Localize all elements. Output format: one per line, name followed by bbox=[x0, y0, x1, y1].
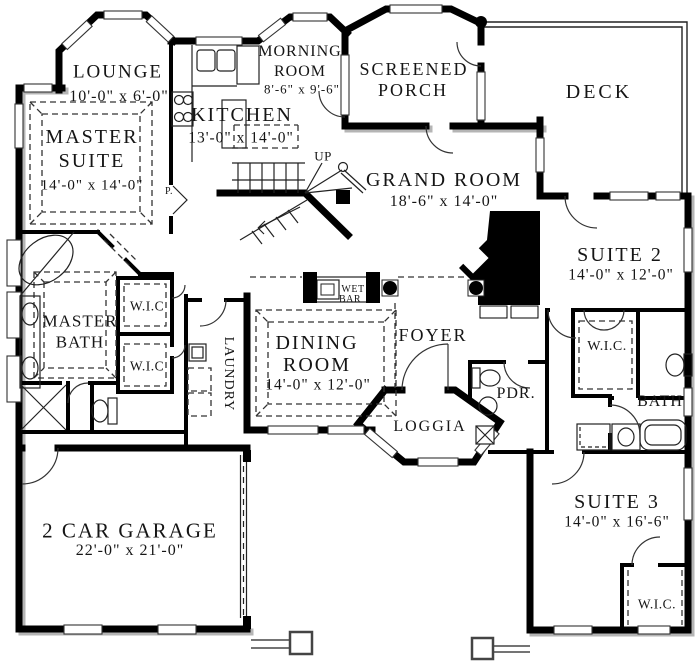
room-label-screened-porch-1: SCREENED bbox=[359, 59, 469, 79]
round-columns bbox=[381, 279, 485, 297]
room-label-wic-master-lower: W.I.C bbox=[129, 358, 165, 374]
room-label-suite-2: SUITE 2 bbox=[577, 244, 663, 266]
room-dims-lounge: 10'-0" x 6'-0" bbox=[69, 88, 169, 105]
room-label-morning-room-1: MORNING bbox=[258, 43, 342, 60]
room-dims-dining-room: 14'-0" x 12'-0" bbox=[265, 376, 371, 394]
room-label-master-bath-1: MASTER bbox=[42, 311, 118, 331]
room-label-screened-porch-2: PORCH bbox=[377, 80, 449, 100]
room-label-dining-room-1: DINING bbox=[275, 332, 359, 354]
fireplace bbox=[457, 211, 540, 319]
room-dims-kitchen: 13'-0" x 14'-0" bbox=[188, 129, 294, 147]
windows bbox=[6, 4, 693, 635]
room-label-morning-room-2: ROOM bbox=[273, 63, 327, 80]
room-label-loggia: LOGGIA bbox=[393, 418, 467, 435]
room-label-wic-suite-2: W.I.C. bbox=[587, 339, 627, 354]
wet-bar-label-1: WET bbox=[341, 284, 365, 295]
room-label-suite-3: SUITE 3 bbox=[574, 491, 660, 513]
wet-bar-label-2: BAR bbox=[338, 294, 362, 305]
room-dims-grand-room: 18'-6" x 14'-0" bbox=[389, 193, 499, 210]
room-label-grand-room: GRAND ROOM bbox=[365, 169, 523, 191]
room-label-wic-suite-3: W.I.C. bbox=[637, 596, 677, 612]
laundry-sink bbox=[188, 343, 207, 362]
loggia-post bbox=[475, 425, 495, 445]
walk-post bbox=[470, 636, 495, 661]
room-label-master-suite-1: MASTER bbox=[45, 126, 139, 148]
room-label-bath: BATH bbox=[637, 393, 683, 410]
stairs-up-label: UP bbox=[314, 148, 332, 164]
room-label-dining-room-2: ROOM bbox=[282, 354, 352, 376]
room-label-laundry: LAUNDRY bbox=[221, 336, 236, 412]
stair-newel bbox=[336, 190, 350, 204]
room-dims-morning-room: 8'-6" x 9'-6" bbox=[264, 81, 340, 97]
room-label-wic-master-upper: W.I.C bbox=[129, 298, 165, 314]
column bbox=[303, 272, 317, 303]
door-arcs bbox=[21, 41, 661, 566]
room-label-garage: 2 CAR GARAGE bbox=[42, 518, 218, 543]
room-dims-suite-2: 14'-0" x 12'-0" bbox=[568, 266, 674, 284]
column bbox=[366, 272, 380, 303]
pdr-fixtures bbox=[471, 367, 501, 416]
stairs bbox=[232, 161, 367, 245]
room-label-foyer: FOYER bbox=[398, 325, 468, 345]
walk-post bbox=[288, 630, 314, 656]
room-dims-suite-3: 14'-0" x 16'-6" bbox=[564, 513, 670, 531]
room-label-master-suite-2: SUITE bbox=[58, 150, 126, 172]
dashed-lines bbox=[29, 101, 683, 625]
room-label-lounge: LOUNGE bbox=[72, 61, 164, 83]
pantry-label: P. bbox=[165, 186, 173, 197]
room-label-deck: DECK bbox=[565, 81, 633, 103]
room-dims-master-suite: 14'-0" x 14'-0" bbox=[40, 177, 144, 194]
kitchen-fixtures bbox=[171, 45, 260, 215]
room-label-master-bath-2: BATH bbox=[55, 332, 105, 352]
room-label-pdr: PDR. bbox=[496, 385, 536, 402]
master-bath-fixtures bbox=[18, 231, 118, 431]
room-label-kitchen: KITCHEN bbox=[191, 104, 293, 126]
room-dims-garage: 22'-0" x 21'-0" bbox=[75, 542, 185, 559]
